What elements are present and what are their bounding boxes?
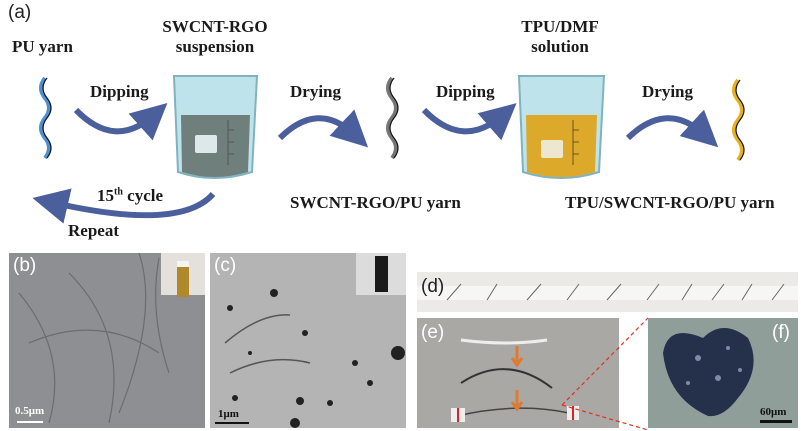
cycle-number: 15 [97,186,114,205]
final-yarn-icon [732,78,744,162]
yarn-cross-section [663,328,754,417]
final-yarn-label: TPU/SWCNT-RGO/PU yarn [565,193,775,212]
yellow-vial-inset [161,253,205,297]
dipping-label-2: Dipping [436,82,495,101]
down-arrow-2 [510,390,524,412]
drying-label-1: Drying [290,82,341,101]
dipping-arrow-2 [421,103,517,141]
panel-d-photo: (d) [417,272,798,312]
beaker2-title-1: TPU/DMF [521,17,599,36]
cycle-sup: th [114,186,123,198]
panel-f-label: (f) [772,322,790,343]
panel-b-tem-image: (b) 0.5μm [9,253,205,428]
panel-e-label: (e) [421,322,445,343]
panel-b-label: (b) [13,255,37,276]
wound-yarn-on-rod [417,283,798,301]
panel-b-scale-bar [17,421,43,423]
panel-f-scale: 60μm [760,406,787,418]
panel-c-scale-bar [215,422,249,424]
panel-d-label: (d) [421,276,445,297]
pu-yarn-label: PU yarn [12,37,73,56]
cycle-word: cycle [127,186,164,205]
panel-b-scale: 0.5μm [15,405,45,417]
swcnt-yarn-icon [386,76,398,160]
beaker1-title-2: suspension [175,37,255,56]
beaker-swcnt-rgo-icon [172,75,259,179]
down-arrow-1 [510,346,524,368]
panel-f-cross-section: (f) 60μm [648,318,798,428]
beaker2-title-2: solution [531,37,589,56]
swcnt-particles-texture [224,289,405,428]
panel-c-label: (c) [214,255,237,276]
panel-c-scale: 1μm [218,408,239,420]
black-vial-inset [356,253,406,295]
dipping-arrow-1 [73,102,168,141]
pu-yarn-icon [39,76,51,160]
intermediate-yarn-label: SWCNT-RGO/PU yarn [290,193,461,212]
drying-arrow-1 [277,109,369,148]
graphene-sheet-texture [18,253,170,424]
drying-label-2: Drying [642,82,693,101]
cycle-label: 15th cycle [97,186,163,206]
beaker1-title-1: SWCNT-RGO [162,17,268,36]
panel-a-label: (a) [8,2,32,23]
repeat-label: Repeat [68,221,119,240]
panel-f-scale-bar [760,420,792,423]
schematic-graphics [32,75,745,224]
panel-c-tem-image: (c) 1μm [210,253,406,428]
panel-e-photo: (e) [417,318,619,428]
yarn-stages-photo [451,338,579,422]
beaker-tpu-dmf-icon [517,75,606,179]
repeat-arrow [32,188,216,224]
dipping-label-1: Dipping [90,82,149,101]
drying-arrow-2 [625,109,719,148]
